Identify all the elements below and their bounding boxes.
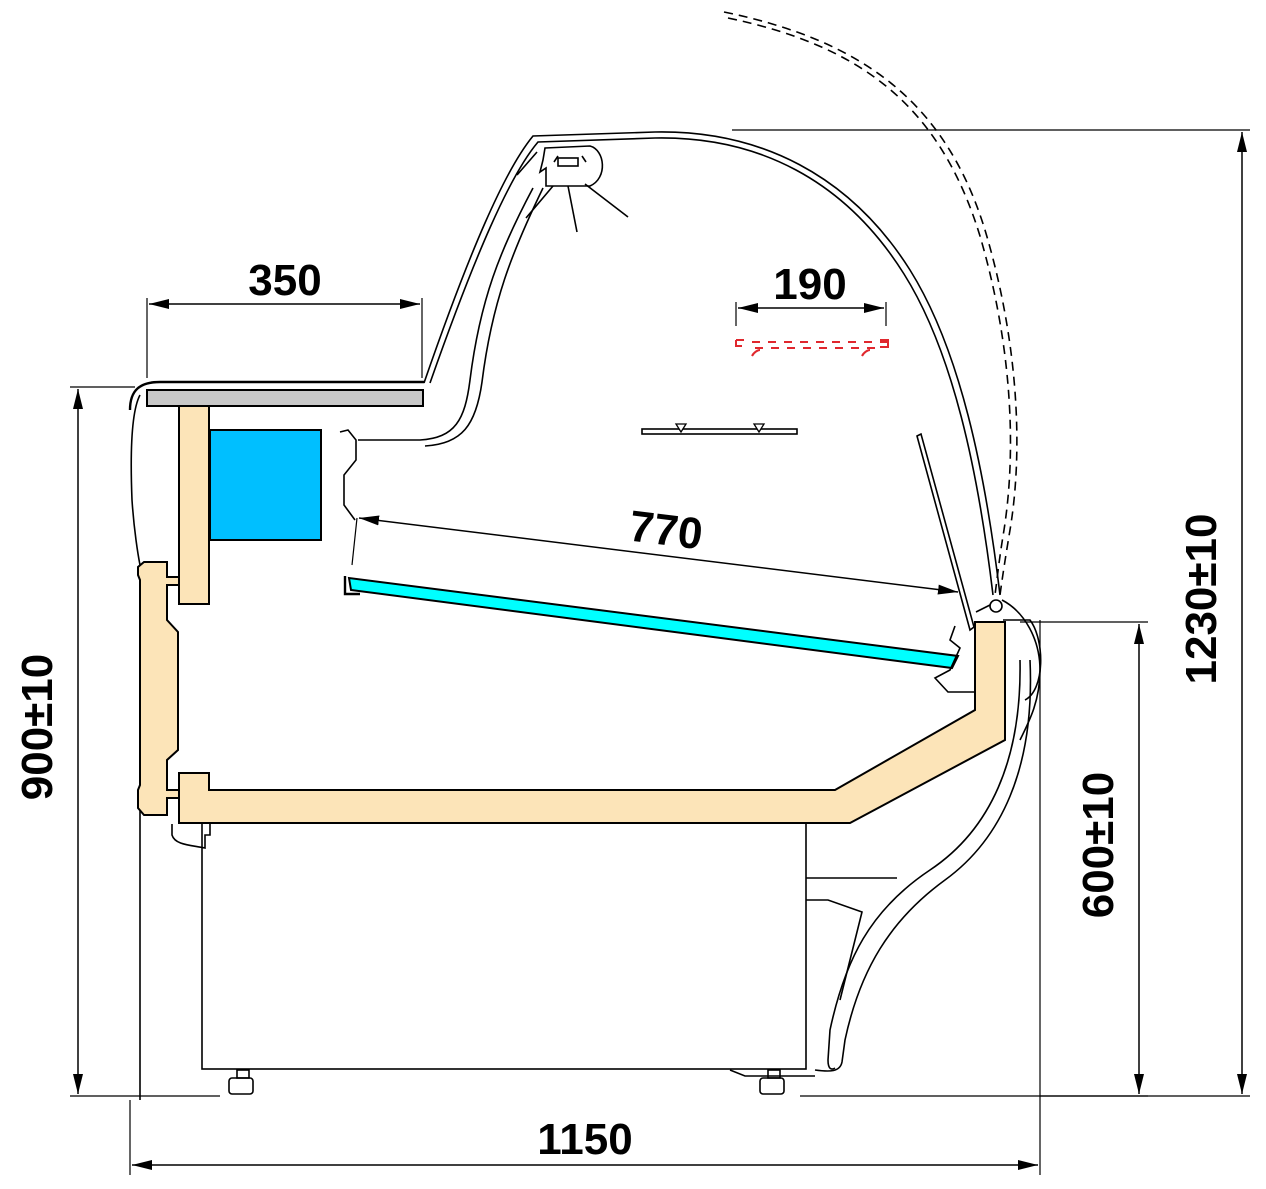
optional-led-lamp <box>735 339 890 357</box>
rear-air-duct <box>339 429 357 521</box>
open-lid-dashed-arc <box>723 11 1018 596</box>
evaporator-coil <box>209 429 322 541</box>
upper-shelf <box>641 423 798 435</box>
front-lower-panel <box>806 659 1032 1072</box>
lamp-width-label: 190 <box>773 260 846 309</box>
lamp-housing <box>516 145 629 233</box>
counter-height-label: 900±10 <box>13 654 62 801</box>
rear-panel-outline <box>130 394 141 1100</box>
rear-worktop <box>128 380 424 411</box>
overall-depth-label: 1150 <box>537 1115 632 1164</box>
dimension-overall-depth: 1150 <box>129 620 1041 1175</box>
dimension-front-height: 600±10 <box>800 621 1148 1097</box>
overall-height-label: 1230±10 <box>1177 514 1226 685</box>
worktop-depth-label: 350 <box>248 256 321 305</box>
display-depth-label: 770 <box>626 502 705 560</box>
dimension-worktop-depth: 350 <box>146 256 423 378</box>
dimension-overall-height: 1230±10 <box>732 129 1250 1097</box>
base-cabinet <box>171 822 815 1077</box>
adjustable-feet <box>228 1069 785 1095</box>
dimension-lamp-width: 190 <box>735 260 887 326</box>
curved-glass-canopy <box>423 131 1001 596</box>
insulation-body <box>137 405 1006 824</box>
dimension-display-depth: 770 <box>351 502 959 595</box>
rear-glass-support <box>358 187 544 447</box>
display-deck <box>343 576 960 670</box>
dimension-counter-height: 900±10 <box>13 386 220 1097</box>
front-height-label: 600±10 <box>1074 772 1123 919</box>
